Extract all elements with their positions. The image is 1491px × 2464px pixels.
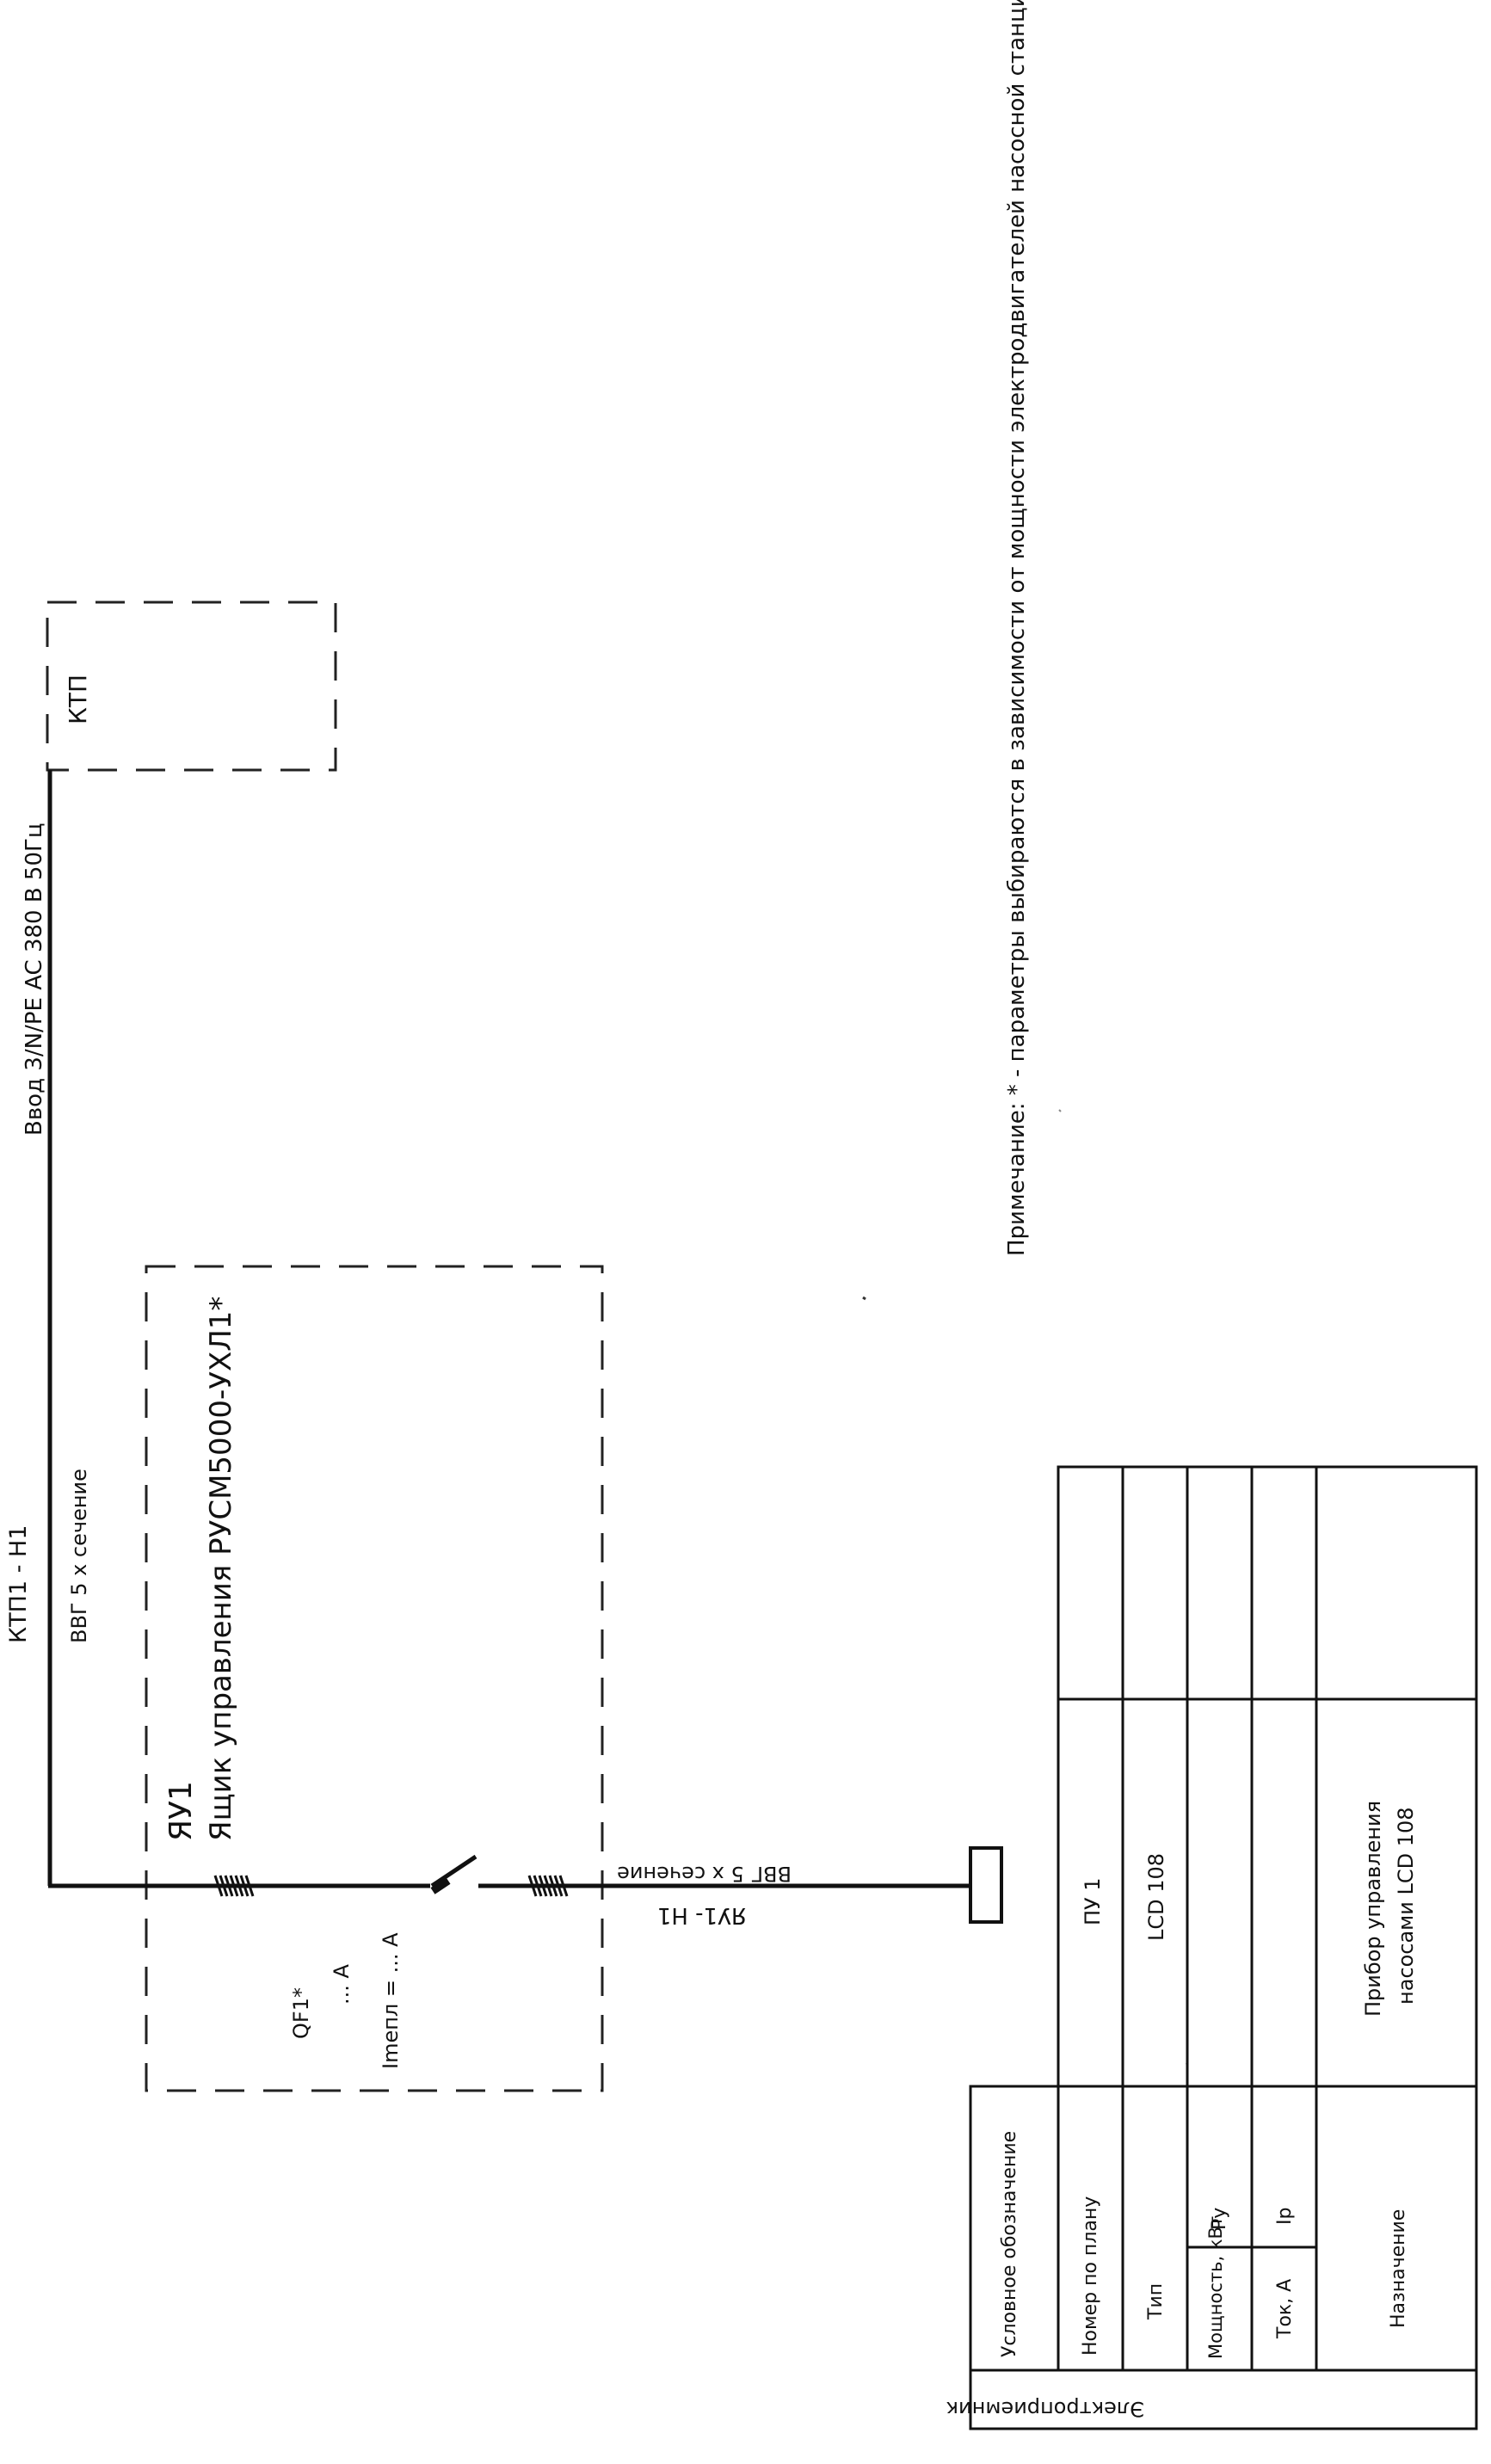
breaker-setting: Imепл = ... А — [379, 1932, 403, 2069]
pump-control-device-symbol — [969, 1846, 1003, 1924]
feeder-top-cable-type: ВВГ 5 х сечение — [67, 1469, 91, 1643]
table-header-current-sub: Iр — [1274, 2208, 1296, 2225]
control-box-name: Ящик управления РУСМ5000-УХЛ1* — [204, 1297, 238, 1841]
table-header-power: Мощность, кВт — [1205, 2216, 1226, 2359]
scan-speck-2 — [1058, 1109, 1062, 1112]
table-header-purpose: Назначение — [1388, 2209, 1409, 2328]
feeder-top-cable-id: КТП1 - Н1 — [5, 1525, 32, 1643]
ktp-source-box — [46, 601, 337, 772]
scan-speck-1 — [862, 1296, 866, 1301]
feeder-out-cable-id: ЯУ1- Н1 — [657, 1902, 747, 1928]
breaker-current: ... А — [330, 1963, 354, 2005]
cable-lug-right — [527, 1875, 569, 1897]
table-group-header-label: Электроприемник — [946, 2397, 1144, 2421]
table-header-power-sub: Ру — [1209, 2208, 1230, 2230]
table-header-type: Тип — [1145, 2283, 1167, 2320]
table-header-symbol: Условное обозначение — [999, 2131, 1020, 2357]
table-header-plan-number: Номер по плану — [1080, 2196, 1101, 2356]
ktp-label: КТП — [64, 675, 92, 724]
cable-lug-left — [213, 1875, 255, 1897]
control-box-id: ЯУ1 — [163, 1781, 199, 1841]
note-text: Примечание: * - параметры выбираются в з… — [1004, 0, 1030, 1256]
feeder-out-cable-type: ВВГ 5 х сечение — [617, 1862, 792, 1886]
breaker-id: QF1* — [289, 1987, 313, 2039]
table-row-purpose-line1: Прибор управления — [1361, 1801, 1385, 2017]
breaker-qf1-symbol — [430, 1854, 478, 1894]
input-line-label: Ввод 3/N/PE AC 380 В 50Гц — [22, 822, 47, 1136]
load-table — [969, 1465, 1478, 2430]
control-box-frame — [145, 1265, 604, 2092]
table-row-purpose-line2: насосами LCD 108 — [1394, 1807, 1418, 2005]
table-header-current: Ток, А — [1274, 2279, 1296, 2339]
table-row-plan-number: ПУ 1 — [1081, 1877, 1105, 1925]
table-row-type: LCD 108 — [1144, 1853, 1168, 1941]
